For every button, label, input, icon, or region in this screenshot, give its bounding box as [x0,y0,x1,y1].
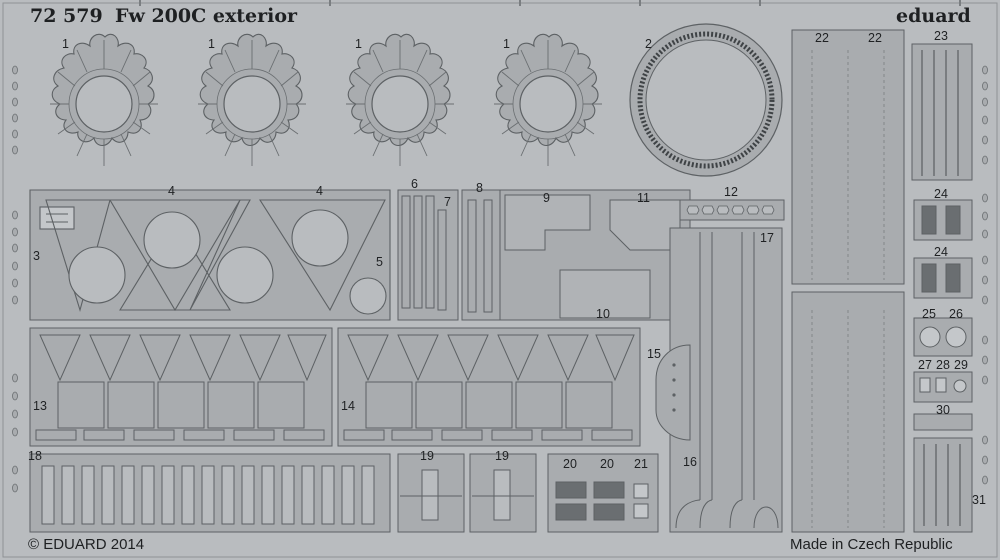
part-label-3: 3 [33,249,40,263]
part-18-strip [29,453,391,533]
part-22-frames [791,29,905,533]
part-label-7: 7 [444,195,451,209]
part-number-labels: 1 1 1 1 2 3 4 4 5 6 7 8 9 10 11 12 13 14… [28,29,986,507]
part-6-8-strips [397,189,503,321]
top-sprue-tabs [139,0,961,6]
edge-tabs-left [12,65,988,493]
part-label-14: 14 [341,399,355,413]
part-label-24b: 24 [934,245,948,259]
part-label-5: 5 [376,255,383,269]
part-label-19b: 19 [495,449,509,463]
part-label-1d: 1 [503,37,510,51]
part-3-5-panel [29,189,391,321]
part-label-27: 27 [918,358,932,372]
part-label-1b: 1 [208,37,215,51]
part-15-panel [655,344,691,441]
part-label-28: 28 [936,358,950,372]
part-label-1c: 1 [355,37,362,51]
part-2-ring [629,23,783,177]
kit-title: Fw 200C exterior [115,5,298,27]
part-label-22a: 22 [815,31,829,45]
origin-label: Made in Czech Republic [790,536,953,553]
part-label-25: 25 [922,307,936,321]
part-23-31-small-parts [911,43,973,533]
part-label-29: 29 [954,358,968,372]
part-20-21 [547,453,659,533]
part-label-10: 10 [596,307,610,321]
part-label-20a: 20 [563,457,577,471]
part-label-4b: 4 [316,184,323,198]
part-12-strip [679,199,785,221]
part-label-13: 13 [33,399,47,413]
part-label-17: 17 [760,231,774,245]
part-label-15: 15 [647,347,661,361]
part-label-6: 6 [411,177,418,191]
part-label-23: 23 [934,29,948,43]
brand-logo: eduard [896,5,971,27]
part-label-8: 8 [476,181,483,195]
part-label-2: 2 [645,37,652,51]
part-9-11-brackets [499,189,691,321]
part-label-24a: 24 [934,187,948,201]
part-label-26: 26 [949,307,963,321]
part-label-4a: 4 [168,184,175,198]
part-label-30: 30 [936,403,950,417]
copyright: © EDUARD 2014 [28,536,145,553]
part-19-panels [397,453,537,533]
part-label-18: 18 [28,449,42,463]
catalog-number: 72 579 [30,5,103,27]
part-13-fin-row [29,327,333,447]
part-label-22b: 22 [868,31,882,45]
part-label-1a: 1 [62,37,69,51]
part-label-20b: 20 [600,457,614,471]
part-label-9: 9 [543,191,550,205]
part-label-16: 16 [683,455,697,469]
part-1-cowl-ring [50,33,158,166]
part-label-19a: 19 [420,449,434,463]
part-label-11: 11 [637,191,650,205]
part-label-31: 31 [972,493,986,507]
part-label-12: 12 [724,185,738,199]
part-label-21: 21 [634,457,648,471]
